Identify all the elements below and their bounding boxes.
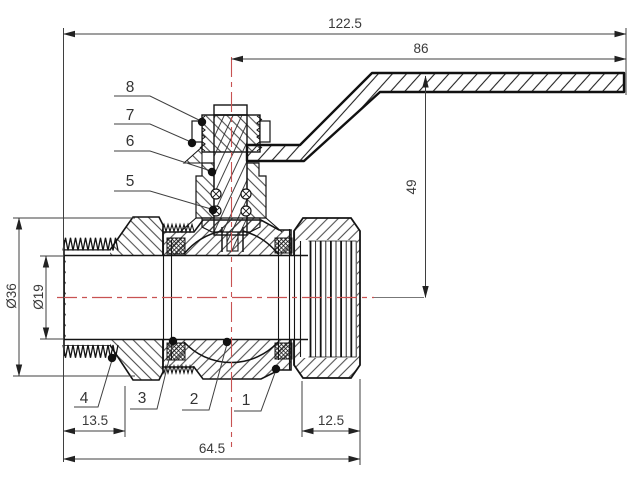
part-label-7: 7 xyxy=(126,107,135,124)
stem-assembly xyxy=(179,104,283,252)
leader-lines xyxy=(74,95,277,412)
leader-dot xyxy=(207,167,217,177)
dim-label-body-length: 64.5 xyxy=(199,441,225,456)
dimensions xyxy=(13,28,627,465)
dimension-labels: 122.5 86 49 Ø36 Ø19 13.5 12.5 64.5 xyxy=(4,16,429,456)
part-label-5: 5 xyxy=(126,173,135,190)
dim-label-handle-height: 49 xyxy=(404,179,419,194)
union-thread-top xyxy=(161,222,195,234)
male-thread-bottom xyxy=(62,344,119,358)
nut-thread-zone xyxy=(300,240,357,358)
tail-relief-top xyxy=(64,250,110,256)
dim-label-nut-thread-length: 12.5 xyxy=(318,413,344,428)
stem-top-cap xyxy=(213,104,248,116)
bonnet-wedge xyxy=(182,145,203,164)
leader-dot xyxy=(222,337,232,347)
part-label-1: 1 xyxy=(242,392,251,409)
leader-dot xyxy=(107,353,117,363)
dim-label-handle-length: 86 xyxy=(413,41,428,56)
leader-dot xyxy=(187,138,197,148)
leader-dot xyxy=(271,364,281,374)
part-label-8: 8 xyxy=(126,79,135,96)
female-thread-lines xyxy=(308,240,357,358)
part-label-4: 4 xyxy=(80,390,89,407)
handle-lever xyxy=(245,71,626,163)
gland-flange-left xyxy=(191,120,203,143)
stem-drive-tenon xyxy=(226,231,239,252)
boss-slope-right xyxy=(265,217,283,233)
dim-label-overall-length: 122.5 xyxy=(328,16,362,31)
dim-label-bore-diameter: Ø19 xyxy=(31,284,46,310)
male-thread-top xyxy=(62,237,119,251)
centerlines xyxy=(57,57,424,447)
part-callouts: 8 7 6 5 4 3 2 1 xyxy=(74,79,281,412)
leader-dot xyxy=(208,205,218,215)
dim-label-union-nut-diameter: Ø36 xyxy=(4,283,19,309)
union-thread-bottom xyxy=(161,363,195,376)
boss-slope-left xyxy=(179,217,197,233)
tail-relief-bottom xyxy=(64,339,110,345)
part-label-6: 6 xyxy=(126,133,135,150)
part-numbers: 8 7 6 5 4 3 2 1 xyxy=(80,79,251,409)
part-label-3: 3 xyxy=(138,390,147,407)
gland-flange-right xyxy=(259,120,271,143)
leader-dot xyxy=(168,336,178,346)
dim-label-tail-thread-length: 13.5 xyxy=(82,413,108,428)
stem xyxy=(213,114,248,236)
valve-body xyxy=(62,216,361,381)
leader-dots xyxy=(107,117,281,374)
leader-dot xyxy=(197,117,207,127)
part-label-2: 2 xyxy=(190,391,199,408)
